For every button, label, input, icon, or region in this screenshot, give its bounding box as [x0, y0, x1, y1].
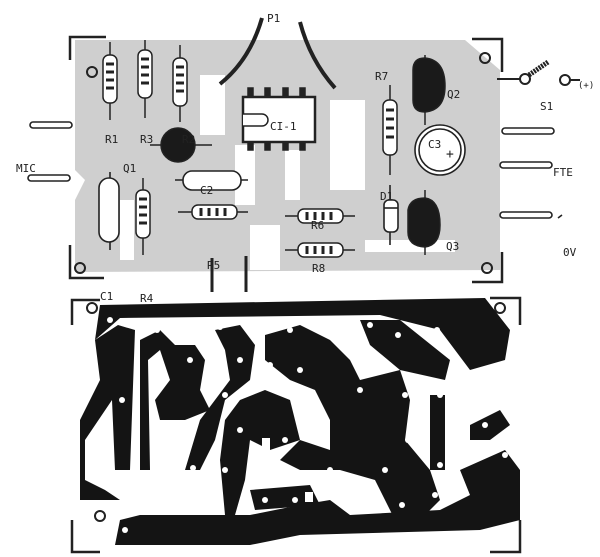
p1-wire-right: [298, 21, 337, 90]
pads: [107, 317, 508, 533]
resistor-r4: [135, 178, 151, 255]
resistor-r5: [178, 204, 248, 220]
resistor-r2: [172, 45, 188, 122]
resistors: [102, 40, 398, 258]
label-plus: (+): [578, 81, 594, 91]
label-c2: C2: [200, 184, 213, 197]
copper-traces: [80, 298, 520, 545]
label-mic: MIC: [16, 162, 36, 175]
p1-wire-left: [218, 17, 264, 86]
component-labels: P1 R1 R3 R2 CI-1 R7 Q2 S1 (+) MIC Q1 C2 …: [16, 12, 594, 305]
transistor-q1: [150, 127, 212, 163]
copper-gaps: [120, 75, 455, 270]
label-p1: P1: [267, 12, 280, 25]
ic-ci1: [241, 87, 317, 151]
capacitor-c1: [98, 172, 120, 250]
label-c3: C3: [428, 138, 441, 151]
label-r1: R1: [105, 133, 118, 146]
diode-d1: [383, 185, 399, 245]
resistor-r6: [285, 208, 355, 224]
label-r5: R5: [207, 259, 220, 272]
label-d1: D1: [380, 190, 393, 203]
fte-lead-2: [499, 161, 553, 169]
label-r7: R7: [375, 70, 388, 83]
label-0v: 0V: [563, 246, 577, 259]
switch-s1: [497, 59, 580, 86]
transistors: [150, 55, 446, 255]
resistor-r8: [285, 242, 355, 258]
mic-lead-2: [27, 174, 71, 182]
corner-marks: [68, 35, 504, 284]
label-s1: S1: [540, 100, 553, 113]
label-c1: C1: [100, 290, 113, 303]
label-ci1: CI-1: [270, 120, 297, 133]
transistor-q2: [412, 55, 446, 125]
label-fte: FTE: [553, 166, 573, 179]
label-q1: Q1: [123, 162, 136, 175]
label-r3: R3: [140, 133, 153, 146]
capacitor-c3: [414, 124, 466, 176]
resistor-r1: [102, 42, 118, 120]
resistor-r7: [382, 85, 398, 175]
fte-lead-1: [501, 127, 555, 135]
component-side: [27, 17, 580, 292]
capacitors: [98, 124, 466, 250]
mic-lead-1: [29, 121, 73, 129]
capacitor-c2: [175, 170, 248, 191]
wire-leads: [27, 17, 563, 292]
resistor-r3: [137, 40, 153, 118]
label-r8: R8: [312, 262, 325, 275]
label-r2: R2: [182, 133, 195, 146]
label-r6: R6: [311, 219, 324, 232]
ov-lead: [499, 211, 553, 219]
label-q2: Q2: [447, 88, 460, 101]
label-q3: Q3: [446, 240, 459, 253]
label-r4: R4: [140, 292, 154, 305]
transistor-q3: [407, 190, 441, 255]
trace-side: [70, 296, 522, 554]
label-c3-plus: +: [446, 147, 454, 162]
